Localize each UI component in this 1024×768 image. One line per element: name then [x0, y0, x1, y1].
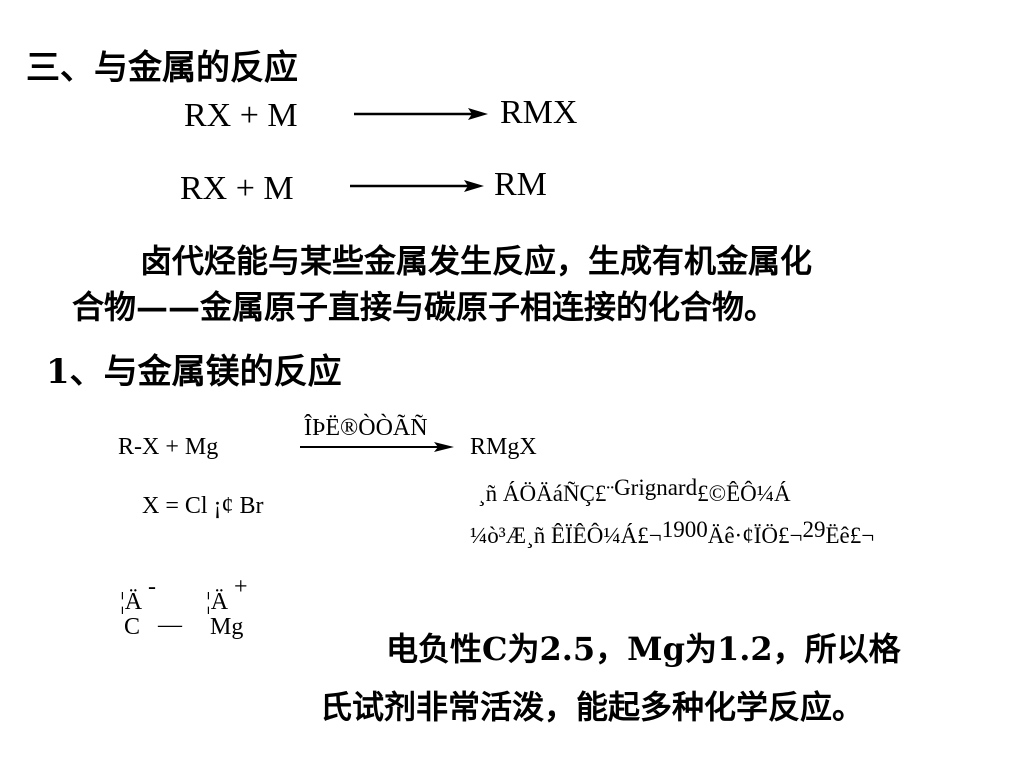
grignard-reactants: R-X + Mg [118, 434, 219, 460]
intro-line-1: 卤代烃能与某些金属发生反应，生成有机金属化 [140, 242, 813, 280]
grignard-note-1-b: Grignard [614, 475, 698, 500]
grignard-note-2: ¼ò³Æ¸ñ ÊÏÊÔ¼Á£¬1900Äê·¢ÏÖ£¬29Ëê£¬ [470, 517, 875, 549]
grignard-halogens: X = Cl ¡¢ Br [142, 493, 264, 519]
delta-plus-label: ¦Ä [206, 589, 229, 615]
grignard-note-2-b: 1900 [661, 517, 708, 542]
grignard-note-1: ¸ñ ÁÖÄáÑÇ£¨Grignard£©ÊÔ¼Á [478, 475, 791, 507]
magnesium-atom: Mg [210, 614, 244, 640]
grignard-note-2-d: 29 [802, 517, 826, 542]
grignard-note-1-c: £©ÊÔ¼Á [697, 481, 791, 506]
reaction-2-product: RM [494, 166, 547, 203]
subsection-title: 1、与金属镁的反应 [46, 352, 342, 392]
reaction-2-arrow [350, 180, 484, 192]
delta-minus-label: ¦Ä [120, 589, 143, 615]
grignard-note-2-c: Äê·¢ÏÖ£¬ [707, 523, 803, 548]
reaction-1-reactants: RX + M [184, 97, 298, 134]
c-mg-bond: — [158, 612, 182, 638]
grignard-note-1-a: ¸ñ ÁÖÄáÑÇ£¨ [478, 481, 615, 506]
reaction-1-arrow [354, 108, 488, 120]
conclusion-line-1: 电负性C为2.5，Mg为1.2，所以格 [386, 630, 901, 668]
grignard-arrow [300, 442, 454, 452]
carbon-atom: C [124, 614, 141, 640]
conclusion-line-2: 氏试剂非常活泼，能起多种化学反应。 [320, 688, 865, 726]
grignard-note-2-a: ¼ò³Æ¸ñ ÊÏÊÔ¼Á£¬ [470, 523, 662, 548]
intro-line-2: 合物——金属原子直接与碳原子相连接的化合物。 [72, 288, 777, 326]
negative-sign: - [148, 574, 156, 600]
reaction-1-product: RMX [500, 94, 578, 131]
section-title: 三、与金属的反应 [26, 48, 298, 88]
reaction-2-reactants: RX + M [180, 170, 294, 207]
grignard-arrow-label: ÎÞË®ÒÒÃÑ [304, 415, 428, 441]
grignard-product: RMgX [470, 434, 537, 460]
grignard-note-2-e: Ëê£¬ [825, 523, 875, 548]
positive-sign: + [234, 574, 248, 600]
